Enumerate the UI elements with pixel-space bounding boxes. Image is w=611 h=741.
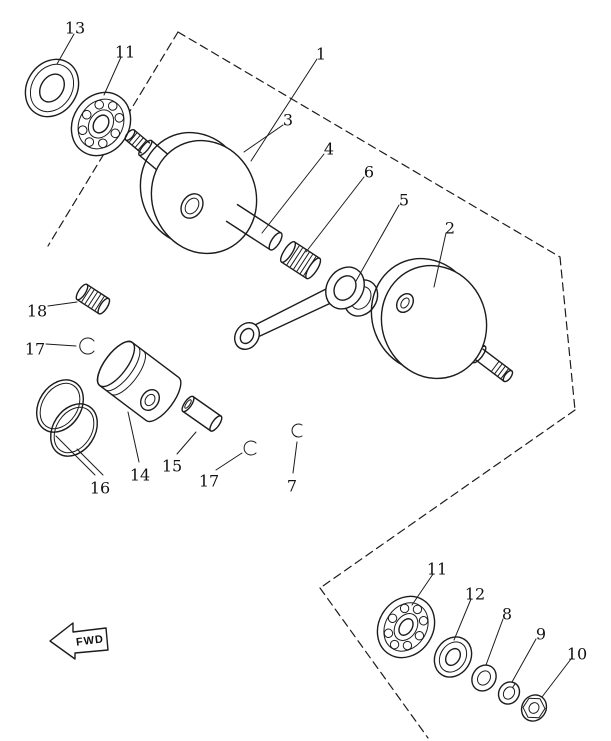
callout-leader-16 [55,435,96,476]
callout-17-lower: 17 [199,472,219,491]
callout-leader-5 [355,204,400,282]
fwd-arrow: FWD [49,622,109,660]
callout-leader-12 [453,598,472,641]
piston-pin-hole [139,388,161,412]
callout-leader-3 [243,124,284,153]
callout-leader-8 [485,618,504,666]
callout-6: 6 [364,163,374,182]
ball-bearing-11-left [70,91,132,157]
callout-14: 14 [130,466,150,485]
callout-leader-11-right [411,573,434,606]
callout-4: 4 [324,140,334,159]
callout-9: 9 [536,625,546,644]
spacer-12 [433,636,473,678]
callout-leader-6 [305,176,365,253]
crankshaft-left-shaft [124,128,173,173]
small-end-bearing-18 [75,283,111,315]
callout-18: 18 [27,302,47,321]
callout-leader-17-lower [215,452,243,471]
callout-leader-7 [292,441,298,474]
callout-numbers: 13 11 1 3 4 6 5 2 18 17 16 14 15 17 7 11… [25,19,587,664]
callout-leader-16 [76,448,104,476]
callout-leader-11-left [103,56,122,96]
nut-10 [520,694,548,722]
callout-10: 10 [567,645,587,664]
circlip-17-lower [243,440,257,456]
ball-bearing-11-right [376,595,436,659]
callout-leader-13 [56,33,75,65]
big-end-bearing-6 [279,241,322,280]
callout-leader-1 [250,58,318,162]
callout-leader-18 [47,301,78,307]
callout-5: 5 [399,191,409,210]
callout-16: 16 [90,479,110,498]
callout-leader-2 [433,232,447,288]
washer-8 [471,664,497,692]
connecting-rod-4 [234,266,365,351]
piston-pin-15 [181,395,223,432]
callout-3: 3 [283,111,293,130]
callout-leader-10 [541,658,572,698]
oil-seal-13 [24,58,80,118]
callout-7: 7 [287,477,297,496]
callout-11-right: 11 [427,560,447,579]
callout-2: 2 [445,219,455,238]
callout-13: 13 [65,19,85,38]
callout-leader-17-upper [45,343,77,347]
callout-8: 8 [502,605,512,624]
piston-rings-16 [36,379,98,457]
fwd-label: FWD [75,633,104,648]
callout-1: 1 [316,45,326,64]
crank-wheel-left-3 [139,131,258,255]
callout-leader-9 [511,638,537,683]
clip-7 [291,423,303,438]
crank-wheel-right-2 [370,257,488,380]
circlip-17-upper [79,337,95,355]
callout-12: 12 [465,585,485,604]
callout-leader-4 [261,153,325,234]
callout-leader-14 [127,411,140,463]
spring-washer-9 [497,681,521,705]
piston-14 [96,340,182,423]
callout-17-upper: 17 [25,340,45,359]
crank-pin [225,203,283,251]
callout-15: 15 [162,457,182,476]
callout-leader-15 [176,431,197,455]
callout-11-left: 11 [115,43,135,62]
callout-leaders [45,33,572,698]
